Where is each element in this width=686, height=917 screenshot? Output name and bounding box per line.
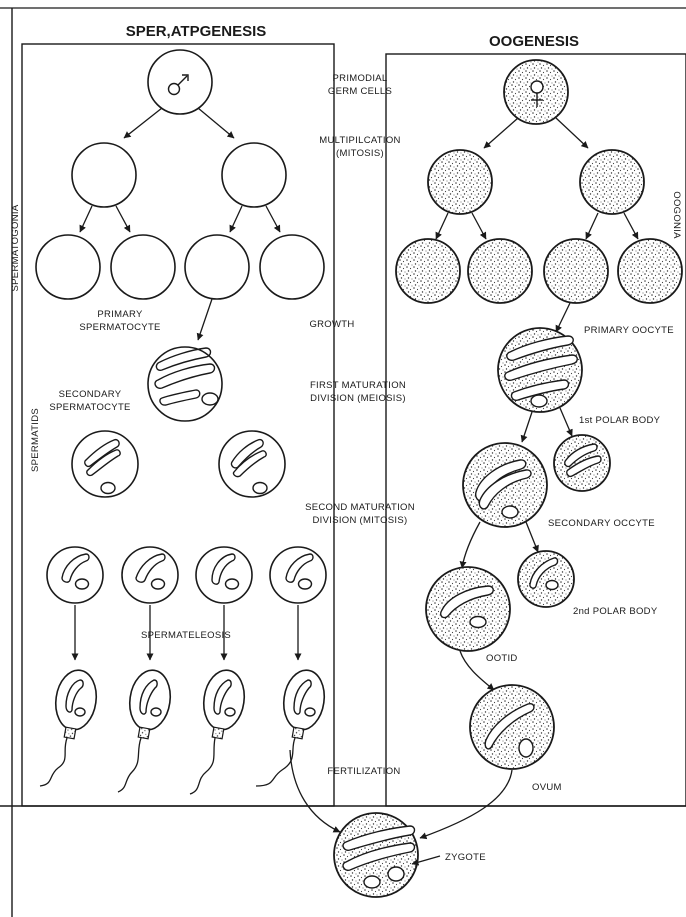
ovum-label: OVUM [532, 782, 562, 793]
arrow-pgc-to-spermatogonium-left [123, 107, 163, 139]
arrow-mitosis [585, 212, 599, 240]
arrow-growth [555, 302, 571, 333]
secondary-oocyte-cell [462, 442, 548, 528]
arrow-pgc-to-spermatogonium-right [197, 107, 235, 139]
growth-label: GROWTH [309, 319, 354, 330]
spermatogonium-cell [259, 234, 325, 300]
ootid-cell [425, 566, 511, 652]
arrow-zygote-label [411, 855, 441, 866]
primordial-label-line2: GERM CELLS [328, 86, 392, 97]
spermatid-cell [195, 546, 253, 604]
multiplication-label-line2: (MITOSIS) [336, 148, 384, 159]
sperm-cell [117, 669, 172, 793]
secondary-spermatocyte-label-line2: SPERMATOCYTE [49, 402, 130, 413]
arrow-ovum-to-zygote [419, 769, 513, 840]
spermatogonium-cell [110, 234, 176, 300]
second-maturation-label-line2: DIVISION (MITOSIS) [313, 515, 408, 526]
fertilization-label: FERTILIZATION [327, 766, 400, 777]
zygote-cell [333, 812, 419, 898]
arrow-sperm-to-zygote [289, 749, 341, 833]
arrow-meiosis-two [459, 521, 481, 569]
arrow-mitosis [229, 205, 243, 233]
second-polar-body-cell [517, 550, 575, 608]
oogenesis-title: OOGENESIS [489, 33, 579, 50]
primary-spermatocyte-cell [147, 346, 223, 422]
second-polar-body-label: 2nd POLAR BODY [573, 606, 658, 617]
multiplication-label-line1: MULTIPILCATION [319, 135, 400, 146]
arrow-pgc-to-oogonium-right [555, 117, 589, 149]
second-maturation-label-line1: SECOND MATURATION [305, 502, 415, 513]
spermatogonium-cell [221, 142, 287, 208]
spermatogonium-cell [35, 234, 101, 300]
sperm-cell [189, 669, 246, 795]
arrow-mitosis [265, 205, 281, 233]
primary-spermatocyte-label-line2: SPERMATOCYTE [79, 322, 160, 333]
secondary-spermatocyte-cell [71, 430, 139, 498]
first-polar-body-cell [553, 434, 611, 492]
oogonium-cell [543, 238, 609, 304]
spermatid-cell [46, 546, 104, 604]
primary-oocyte-cell [497, 327, 583, 413]
arrow-mitosis [79, 205, 93, 233]
spermatogonia-label: SPERMATOGONIA [10, 204, 21, 291]
first-polar-body-label: 1st POLAR BODY [579, 415, 661, 426]
female-symbol-icon [530, 80, 544, 107]
oogonia-label: OOGONIA [671, 191, 682, 239]
arrow-to-first-polar-body [559, 407, 573, 437]
zygote-label: ZYGOTE [445, 852, 486, 863]
arrow-to-second-polar-body [525, 521, 539, 553]
primary-oocyte-label: PRIMARY OOCYTE [584, 325, 674, 336]
sperm-cell [39, 669, 98, 787]
stage-labels: PRIMODIAL GERM CELLS MULTIPILCATION (MIT… [305, 73, 415, 777]
male-symbol-icon [167, 74, 189, 96]
spermatogonium-cell [184, 234, 250, 300]
first-maturation-label-line1: FIRST MATURATION [310, 380, 406, 391]
arrow-growth [196, 298, 213, 341]
secondary-spermatocyte-label-line1: SECONDARY [59, 389, 122, 400]
spermateleosis-label: SPERMATELEOSIS [141, 630, 231, 641]
oogonium-cell [395, 238, 461, 304]
arrow-meiosis [520, 411, 533, 443]
spermatid-cell [269, 546, 327, 604]
oogonium-cell [617, 238, 683, 304]
spermatogonium-cell [71, 142, 137, 208]
primordial-label-line1: PRIMODIAL [333, 73, 388, 84]
first-maturation-label-line2: DIVISION (MEIOSIS) [310, 393, 406, 404]
arrow-ootid-to-ovum [459, 650, 495, 691]
secondary-spermatocyte-cell [218, 430, 286, 498]
oogonium-cell [579, 149, 645, 215]
ovum-cell [469, 684, 555, 770]
arrow-mitosis [623, 212, 639, 240]
primordial-germ-cell-female [503, 59, 569, 125]
sperm-cell [255, 669, 326, 787]
ootid-label: OOTID [486, 653, 518, 664]
spermatid-cell [121, 546, 179, 604]
panel-frames [0, 7, 686, 917]
primordial-germ-cell-male [147, 49, 213, 115]
spermatids-label: SPERMATIDS [30, 408, 41, 472]
primary-spermatocyte-label-line1: PRIMARY [97, 309, 143, 320]
arrow-mitosis [471, 212, 487, 240]
arrow-mitosis [115, 205, 131, 233]
oogonium-cell [467, 238, 533, 304]
secondary-oocyte-label: SECONDARY OCCYTE [548, 518, 655, 529]
spermatogenesis-title: SPER,ATPGENESIS [126, 23, 267, 40]
arrow-mitosis [435, 212, 449, 240]
arrow-pgc-to-oogonium-left [483, 117, 519, 149]
oogonium-cell [427, 149, 493, 215]
